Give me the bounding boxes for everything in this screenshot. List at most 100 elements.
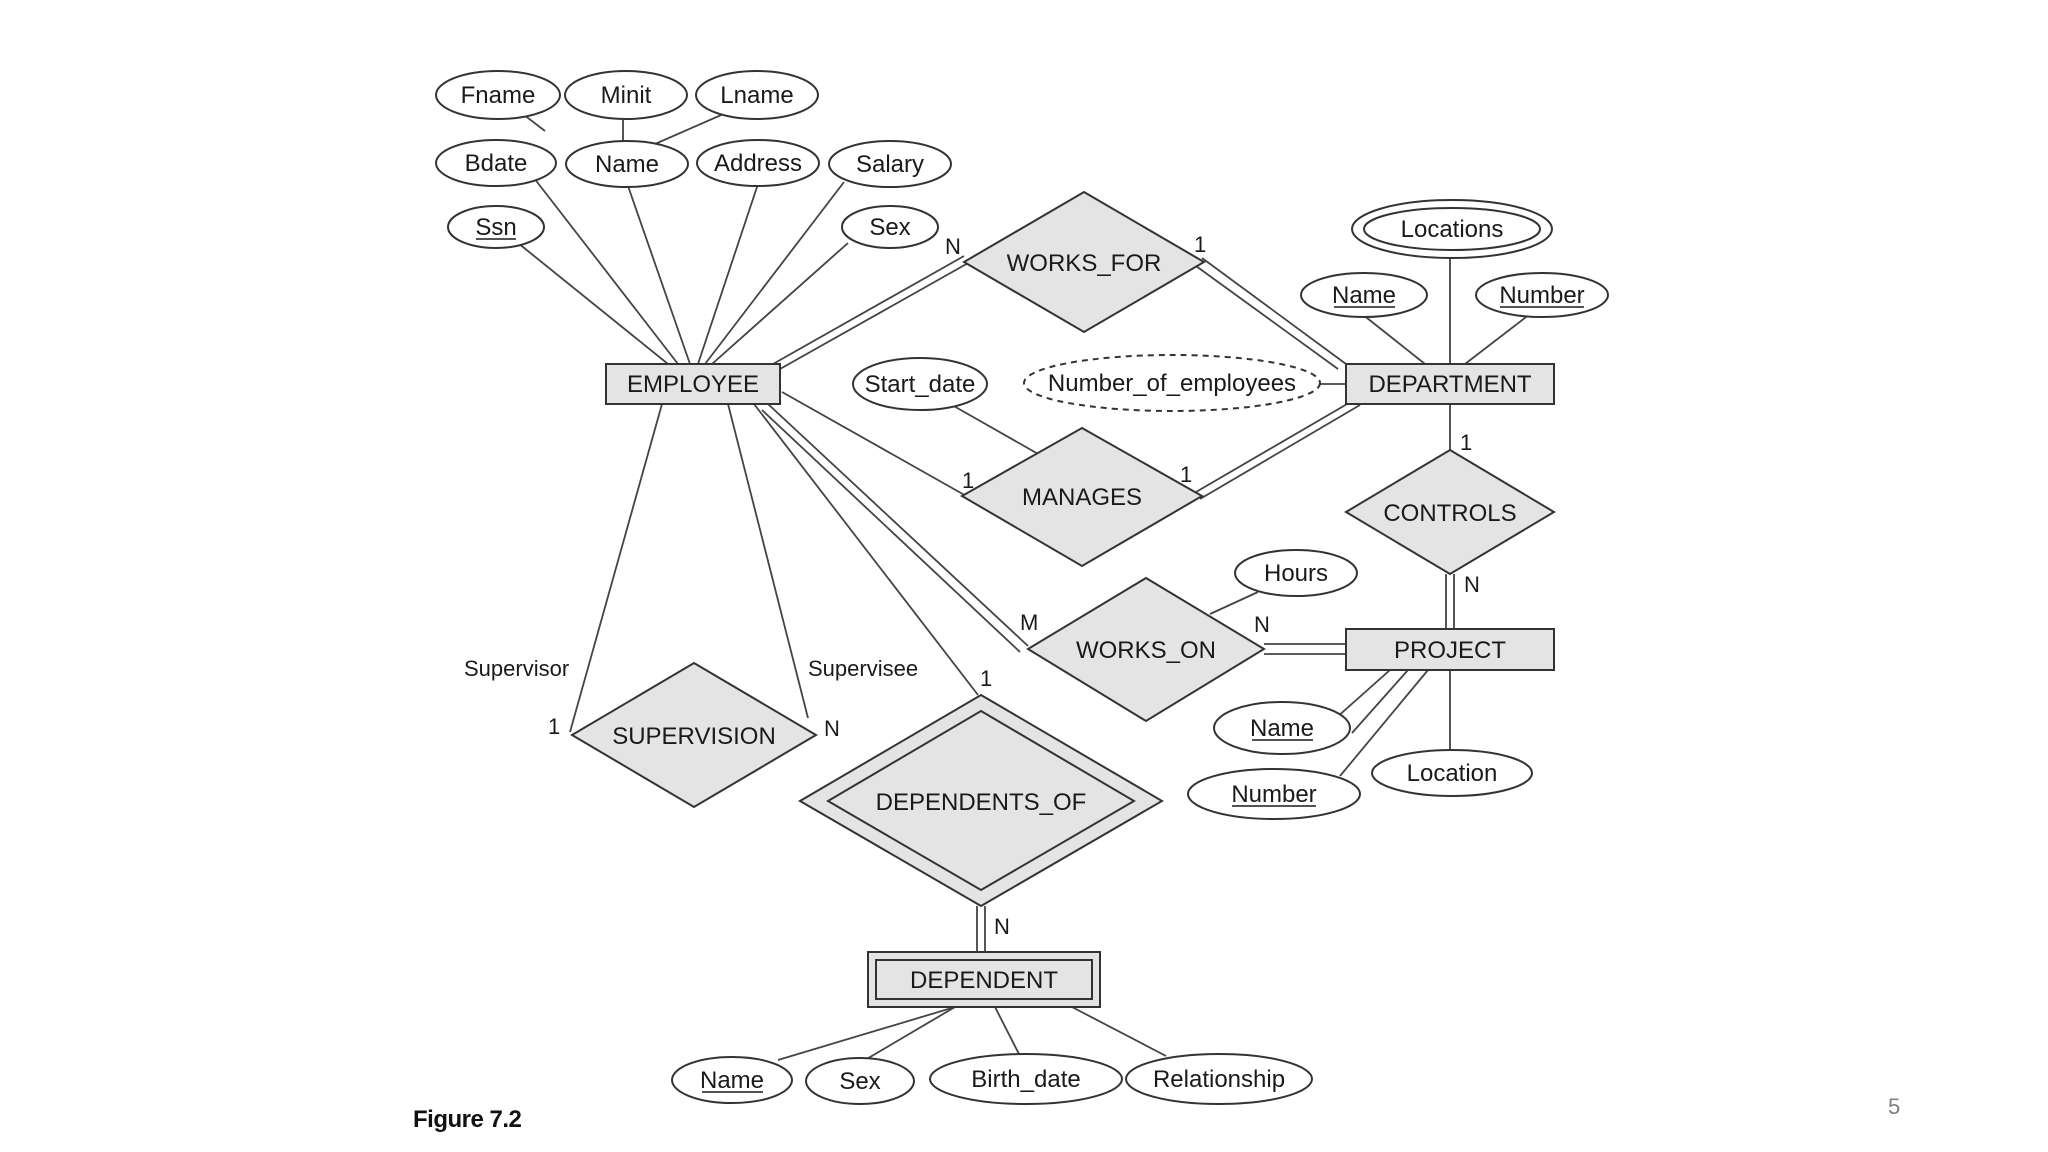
attribute-project-name-label: Name (1250, 715, 1314, 742)
relationship-works-for-label: WORKS_FOR (1007, 250, 1162, 277)
attribute-start-date: Start_date (852, 357, 988, 411)
attribute-minit-label: Minit (601, 82, 652, 109)
figure-caption: Figure 7.2 (413, 1106, 522, 1133)
line-employee-dependents-of (753, 403, 979, 696)
attribute-sex: Sex (841, 205, 939, 249)
attribute-bdate: Bdate (435, 139, 557, 187)
relationship-manages-label: MANAGES (1022, 484, 1142, 511)
attribute-name: Name (565, 140, 689, 188)
role-supervisee: Supervisee (808, 656, 918, 681)
line-employee-works-on-b (761, 409, 1021, 653)
attribute-department-name-label: Name (1332, 282, 1396, 309)
line-manages-department-b (1199, 404, 1361, 500)
attribute-address-label: Address (714, 150, 802, 177)
cardinality-works-for-department: 1 (1194, 232, 1206, 257)
line-dependent-birthdate (994, 1006, 1021, 1057)
cardinality-controls-department: 1 (1460, 430, 1472, 455)
relationship-manages: MANAGES (959, 426, 1205, 568)
cardinality-supervision-supervisor: 1 (548, 714, 560, 739)
cardinality-works-on-project: N (1254, 612, 1270, 637)
line-employee-works-for-a (772, 255, 965, 365)
relationship-dependents-of: DEPENDENTS_OF (798, 693, 1164, 908)
attribute-department-name: Name (1300, 272, 1428, 318)
relationship-manages-diamond (959, 426, 1205, 568)
line-pnumber-project (1339, 669, 1429, 777)
line-employee-supervision-supervisee (727, 403, 809, 719)
entity-employee-box (605, 363, 781, 405)
role-supervisor: Supervisor (464, 656, 569, 681)
attribute-dependent-sex-label: Sex (839, 1068, 880, 1095)
line-dependent-depname (777, 1006, 956, 1061)
attribute-project-location-label: Location (1407, 760, 1498, 787)
attribute-relationship: Relationship (1125, 1053, 1313, 1105)
attribute-project-location: Location (1371, 749, 1533, 797)
attribute-project-number: Number (1187, 768, 1361, 820)
relationship-works-on-label: WORKS_ON (1076, 637, 1216, 664)
line-sex-employee (711, 242, 849, 365)
relationship-supervision-label: SUPERVISION (612, 723, 776, 750)
attribute-address: Address (696, 139, 820, 187)
attribute-locations-label: Locations (1401, 216, 1504, 243)
entity-dependent-label: DEPENDENT (910, 967, 1058, 994)
entity-department-box (1345, 363, 1555, 405)
attribute-fname-label: Fname (461, 82, 536, 109)
line-manages-department-a (1195, 399, 1355, 493)
relationship-supervision: SUPERVISION (570, 661, 818, 809)
entity-project-box (1345, 628, 1555, 671)
relationship-dependents-of-label: DEPENDENTS_OF (876, 789, 1087, 816)
cardinality-dependents-of-dependent: N (994, 914, 1010, 939)
line-dependent-relationship (1071, 1006, 1167, 1057)
relationship-works-on: WORKS_ON (1026, 576, 1266, 723)
entity-employee-label: EMPLOYEE (627, 371, 759, 398)
line-works-for-department-a (1201, 257, 1347, 365)
attribute-name-label: Name (595, 151, 659, 178)
attribute-number-of-employees: Number_of_employees (1023, 354, 1321, 412)
attribute-minit: Minit (564, 70, 688, 120)
line-pname-project-b (1351, 669, 1409, 734)
attribute-dependent-name-label: Name (700, 1067, 764, 1094)
attribute-start-date-label: Start_date (865, 371, 976, 398)
line-salary-employee (704, 181, 845, 365)
line-bdate-employee (533, 177, 679, 365)
cardinality-supervision-supervisee: N (824, 716, 840, 741)
line-dependent-depsex (864, 1006, 956, 1061)
line-works-for-department-b (1195, 265, 1339, 370)
attribute-hours: Hours (1234, 549, 1358, 597)
attribute-birth-date: Birth_date (929, 1053, 1123, 1105)
entity-department: DEPARTMENT (1345, 363, 1555, 405)
relationship-controls-label: CONTROLS (1383, 500, 1516, 527)
entity-dependent-inner-box (875, 959, 1093, 1000)
line-lname-name (654, 111, 729, 145)
line-ssn-employee (517, 242, 669, 365)
line-employee-manages (781, 391, 969, 498)
line-dname-department (1361, 313, 1426, 365)
attribute-fname: Fname (435, 70, 561, 120)
page-number: 5 (1888, 1094, 1901, 1119)
attribute-locations: Locations (1351, 199, 1553, 259)
attribute-project-number-label: Number (1231, 781, 1316, 808)
attribute-project-name: Name (1213, 701, 1351, 755)
attribute-salary-label: Salary (856, 151, 924, 178)
connection-lines (497, 94, 1531, 1061)
cardinality-controls-project: N (1464, 572, 1480, 597)
cardinality-manages-employee: 1 (962, 468, 974, 493)
cardinality-works-for-employee: N (945, 234, 961, 259)
line-hours-works-on (1209, 591, 1259, 615)
attribute-department-number: Number (1475, 272, 1609, 318)
attribute-bdate-label: Bdate (465, 150, 528, 177)
line-name-employee (627, 185, 691, 365)
attribute-department-number-label: Number (1499, 282, 1584, 309)
entity-project-label: PROJECT (1394, 637, 1506, 664)
line-pname-project-a (1335, 669, 1391, 719)
line-employee-works-on-a (767, 403, 1029, 647)
line-employee-supervision-supervisor (569, 403, 663, 733)
attribute-ssn-label: Ssn (475, 214, 516, 241)
attribute-lname-label: Lname (720, 82, 793, 109)
relationship-supervision-diamond (570, 661, 818, 809)
relationship-dependents-of-inner-diamond (826, 709, 1136, 892)
line-dnumber-department (1464, 313, 1531, 365)
attribute-lname: Lname (695, 70, 819, 120)
attribute-ssn: Ssn (447, 205, 545, 249)
